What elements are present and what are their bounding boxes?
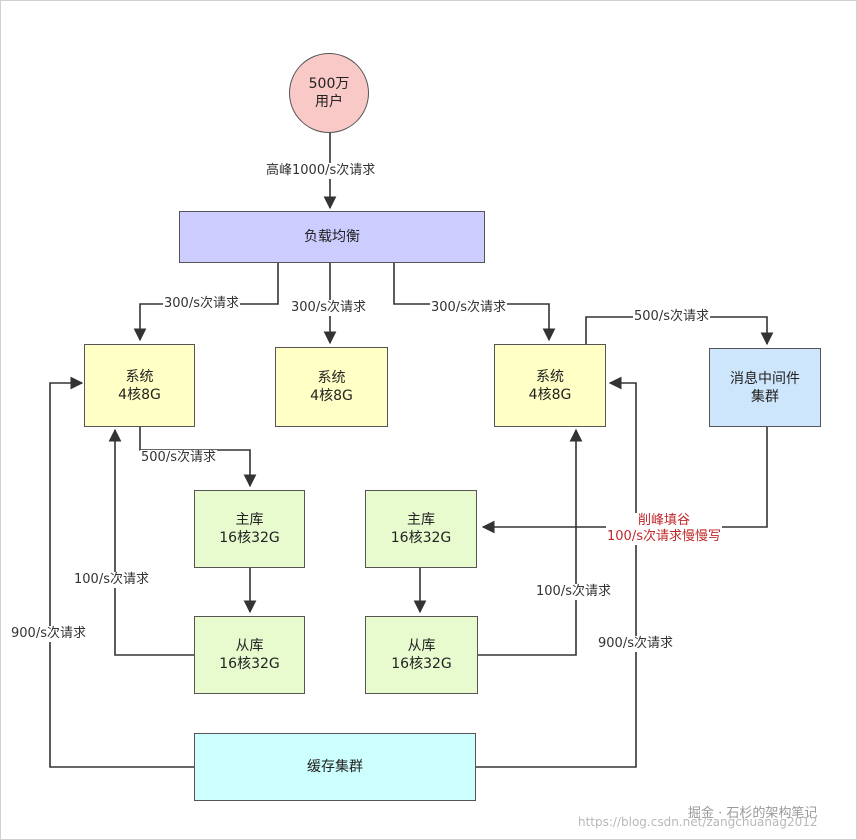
system-mid-node: 系统 4核8G [275,347,388,427]
users-label: 用户 [315,94,343,110]
edge-slave-system-left [108,428,194,656]
system-mid-title: 系统 [317,370,346,386]
mq-note-line1: 削峰填谷 [637,513,690,528]
mq-node: 消息中间件 集群 [709,348,821,427]
system-right-title: 系统 [536,368,564,385]
slave-left-title: 从库 [235,638,264,654]
slave-right-node: 从库 16核32G [365,616,478,694]
users-node: 500万 用户 [289,53,369,133]
url-watermark: https://blog.csdn.net/zangchuanag2012 [578,815,818,829]
lb-right-label: 300/s次请求 [430,300,507,316]
slave-left-node: 从库 16核32G [194,616,305,694]
cache-right-label: 900/s次请求 [597,636,674,652]
mq-note-line2: 100/s次请求慢慢写 [607,529,721,544]
edge-cache-system-right [476,376,637,768]
system-left-spec: 4核8G [118,386,161,403]
mq-subtitle: 集群 [751,388,779,405]
slave-left-up-label: 100/s次请求 [73,572,150,588]
master-left-node: 主库 16核32G [194,490,305,568]
system-right-spec: 4核8G [528,386,572,403]
peak-label: 高峰1000/s次请求 [265,163,377,179]
sys-mq-label: 500/s次请求 [633,309,710,325]
master-right-spec: 16核32G [390,530,452,546]
source-watermark: 掘金 · 石杉的架构笔记 [688,806,818,821]
master-left-spec: 16核32G [219,530,280,546]
mq-title: 消息中间件 [730,370,800,387]
system-mid-spec: 4核8G [310,388,353,404]
sys-db-label: 500/s次请求 [140,450,217,466]
edge-mq-master [481,426,768,534]
edge-cache-system-left [49,376,194,768]
mq-note: 削峰填谷 100/s次请求慢慢写 [606,513,722,545]
slave-right-up-label: 100/s次请求 [535,584,612,600]
master-right-node: 主库 16核32G [365,490,477,568]
cache-node: 缓存集群 [194,733,476,801]
load-balancer-node: 负载均衡 [179,211,485,263]
users-count: 500万 [308,76,350,92]
system-left-node: 系统 4核8G [84,344,195,427]
master-right-title: 主库 [407,512,435,528]
slave-right-spec: 16核32G [391,656,452,672]
slave-right-title: 从库 [407,638,436,654]
lb-left-label: 300/s次请求 [163,296,240,312]
edge-slave-system-right [478,428,583,656]
load-balancer-label: 负载均衡 [304,229,360,245]
slave-left-spec: 16核32G [219,656,280,672]
lb-mid-label: 300/s次请求 [290,300,367,316]
cache-left-label: 900/s次请求 [10,626,87,642]
system-right-node: 系统 4核8G [494,344,606,427]
master-left-title: 主库 [235,512,264,528]
cache-label: 缓存集群 [307,759,363,775]
system-left-title: 系统 [125,368,154,385]
